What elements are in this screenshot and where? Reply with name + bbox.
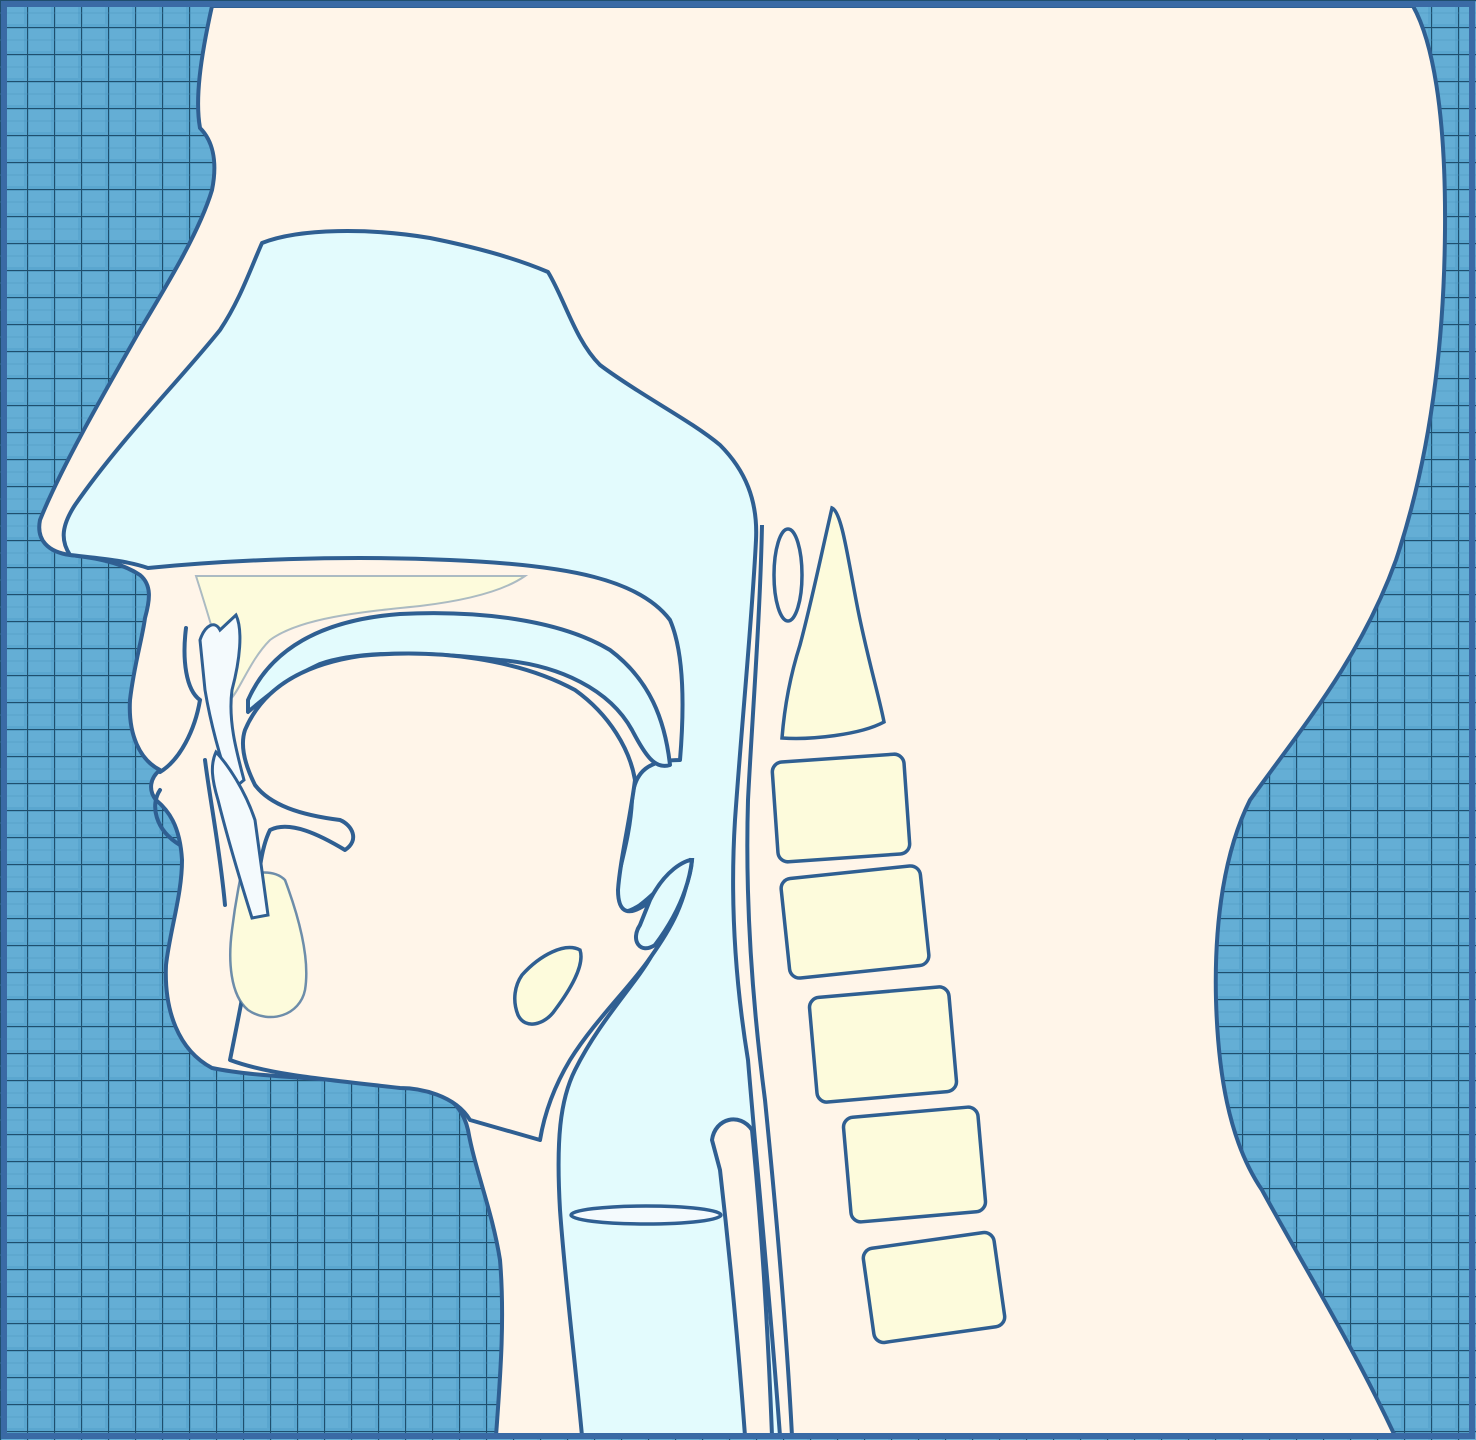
vocal-folds — [571, 1206, 721, 1224]
vertebra-body-5 — [862, 1231, 1006, 1343]
vertebra-body-4 — [843, 1106, 987, 1222]
vertebra-body-2 — [780, 865, 930, 979]
vertebra-body-3 — [809, 986, 958, 1103]
vertebra-body-1 — [772, 754, 911, 863]
